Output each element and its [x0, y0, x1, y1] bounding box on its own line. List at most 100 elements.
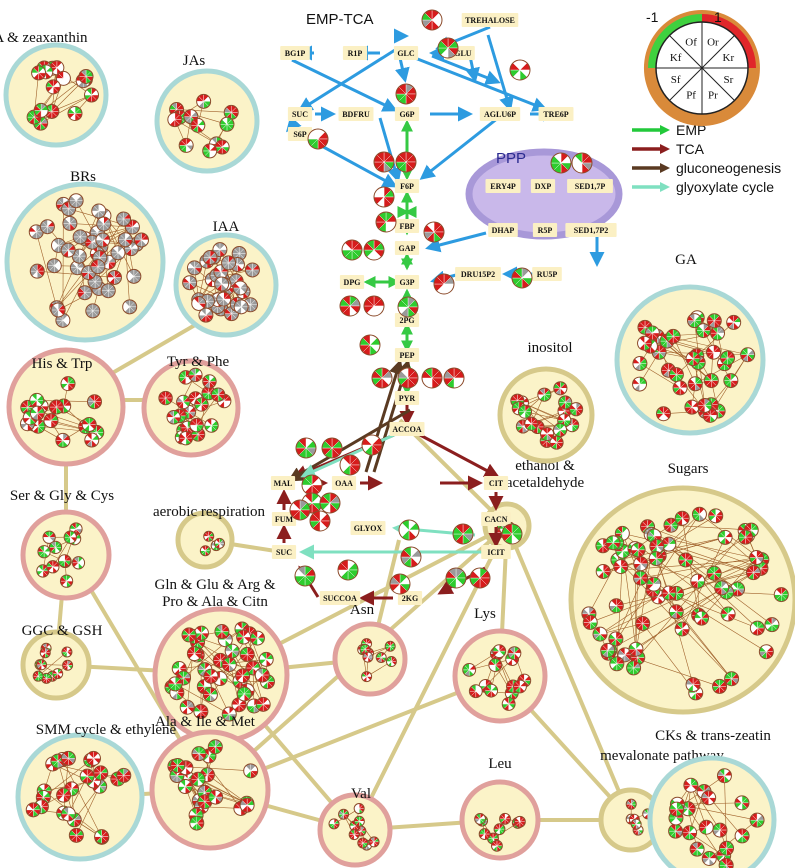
- metabolite-aglu6p: AGLU6P: [479, 107, 521, 121]
- cluster-lys-glyph: [492, 644, 507, 659]
- cluster-gln-glyph: [236, 686, 252, 702]
- pathway-glyph: [295, 437, 317, 459]
- cluster-brs-glyph: [71, 248, 87, 264]
- cluster-ga-label: GA: [675, 252, 697, 268]
- cluster-iaa-glyph: [244, 262, 260, 278]
- cluster-tyrphe-glyph: [166, 410, 181, 425]
- cluster-jas-glyph: [223, 104, 239, 120]
- cluster-jas-label: JAs: [183, 53, 206, 69]
- cluster-sugars-glyph: [663, 517, 679, 533]
- cluster-jas-glyph: [214, 139, 230, 155]
- metabolite-dpg: DPG: [339, 275, 365, 289]
- cluster-brs-glyph: [90, 259, 106, 275]
- pathway-glyph: [339, 295, 361, 317]
- metabolite-dxp: DXP: [530, 179, 556, 193]
- cluster-leu-glyph: [513, 815, 526, 828]
- metabolite-dru15p2-label: DRU15P2: [461, 270, 495, 279]
- cluster-leu-glyph: [493, 823, 506, 836]
- metabolite-pep: PEP: [394, 348, 420, 362]
- metabolite-glc-label: GLC: [397, 49, 415, 58]
- metabolite-bdfru: BDFRU: [338, 107, 374, 121]
- cluster-lys-bubble: [452, 628, 548, 724]
- cluster-sugars-glyph: [635, 615, 651, 631]
- cluster-sugars-glyph: [626, 660, 642, 676]
- cluster-alaile-glyph: [239, 797, 255, 813]
- cluster-gln-glyph: [221, 706, 237, 722]
- pathway-glyph: [550, 152, 572, 174]
- cluster-brs-glyph: [95, 232, 111, 248]
- cluster-asn-glyph: [375, 652, 387, 664]
- cluster-sugars-glyph: [609, 656, 625, 672]
- metabolite-suc_top-label: SUC: [292, 110, 308, 119]
- cluster-brs-glyph: [100, 283, 116, 299]
- cluster-sugars-glyph: [706, 565, 722, 581]
- cluster-tyrphe-glyph: [202, 374, 217, 389]
- cluster-smm-glyph: [68, 827, 84, 843]
- cluster-sugars-glyph: [749, 620, 765, 636]
- cluster-smm-glyph: [94, 829, 110, 845]
- metabolite-glc: GLC: [393, 46, 419, 60]
- cluster-aba-label: ABA & zeaxanthin: [0, 30, 88, 46]
- pathway-glyph: [319, 492, 341, 514]
- key-negative-arc: [648, 14, 702, 68]
- pathway-glyph: [373, 151, 395, 173]
- cluster-cks: CKs & trans-zeatin: [647, 728, 777, 868]
- cluster-sergly-glyph: [46, 560, 60, 574]
- cluster-smm-glyph: [79, 768, 95, 784]
- cluster-ga-glyph: [720, 350, 736, 366]
- cluster-cks-glyph: [689, 841, 705, 857]
- metabolite-trehalose-label: TREHALOSE: [465, 16, 515, 25]
- pathway-glyph: [359, 334, 381, 356]
- key-positive-label: 1: [714, 9, 722, 25]
- cluster-sugars-glyph: [633, 556, 649, 572]
- cluster-sugars-glyph: [745, 565, 761, 581]
- cluster-sugars-glyph: [668, 604, 684, 620]
- cluster-iaa-glyph: [233, 299, 249, 315]
- cluster-ggc-glyph: [32, 670, 44, 682]
- key-sector-label: Sf: [671, 74, 681, 86]
- cluster-brs-bubble: [4, 181, 166, 343]
- pathway-glyph: [423, 221, 445, 243]
- cluster-iaa-glyph: [198, 307, 214, 323]
- cluster-sugars-label: Sugars: [668, 461, 709, 477]
- cluster-gln-glyph: [186, 646, 202, 662]
- cluster-cks-glyph: [734, 828, 750, 844]
- pathway-glyph: [469, 567, 491, 589]
- metabolite-cit-label: CIT: [489, 479, 504, 488]
- metabolite-g6p: G6P: [394, 107, 420, 121]
- pathway-glyph: [294, 565, 316, 587]
- metabolite-succoa: SUCCOA: [319, 591, 361, 605]
- cluster-ga-glyph: [740, 347, 756, 363]
- metabolite-accoa: ACCOA: [389, 422, 425, 436]
- cluster-lys-label: Lys: [474, 606, 496, 622]
- cluster-asn-label: Asn: [350, 602, 375, 618]
- cluster-brs-glyph: [85, 303, 101, 319]
- cluster-leu-label: Leu: [488, 756, 512, 772]
- pathway-glyph: [443, 367, 465, 389]
- cluster-inositol-bubble: [497, 366, 595, 464]
- cluster-smm-glyph: [85, 750, 101, 766]
- cluster-asn-glyph: [385, 656, 397, 668]
- cluster-tyrphe-glyph: [204, 418, 219, 433]
- cluster-gln-glyph: [231, 697, 247, 713]
- cluster-sugars-glyph: [608, 598, 624, 614]
- pathway-glyph: [400, 546, 422, 568]
- cluster-val-glyph: [353, 803, 365, 815]
- cluster-sugars-glyph: [685, 677, 701, 693]
- cluster-brs-glyph: [91, 203, 107, 219]
- pathway-glyph: [321, 437, 343, 459]
- cluster-sugars-glyph: [714, 580, 730, 596]
- cluster-sugars-glyph: [674, 510, 690, 526]
- metabolite-oaa: OAA: [331, 476, 357, 490]
- cluster-cks-glyph: [701, 851, 717, 867]
- cluster-iaa: IAA: [173, 219, 279, 338]
- cluster-gln-glyph: [179, 699, 195, 715]
- cluster-ga: GA: [614, 252, 766, 436]
- pathway-glyph: [371, 367, 393, 389]
- cluster-gln-glyph: [224, 643, 240, 659]
- cluster-gln-glyph: [249, 630, 265, 646]
- cluster-val-glyph: [338, 808, 350, 820]
- cluster-sergly-glyph: [63, 530, 77, 544]
- cluster-mev-glyph: [625, 798, 637, 810]
